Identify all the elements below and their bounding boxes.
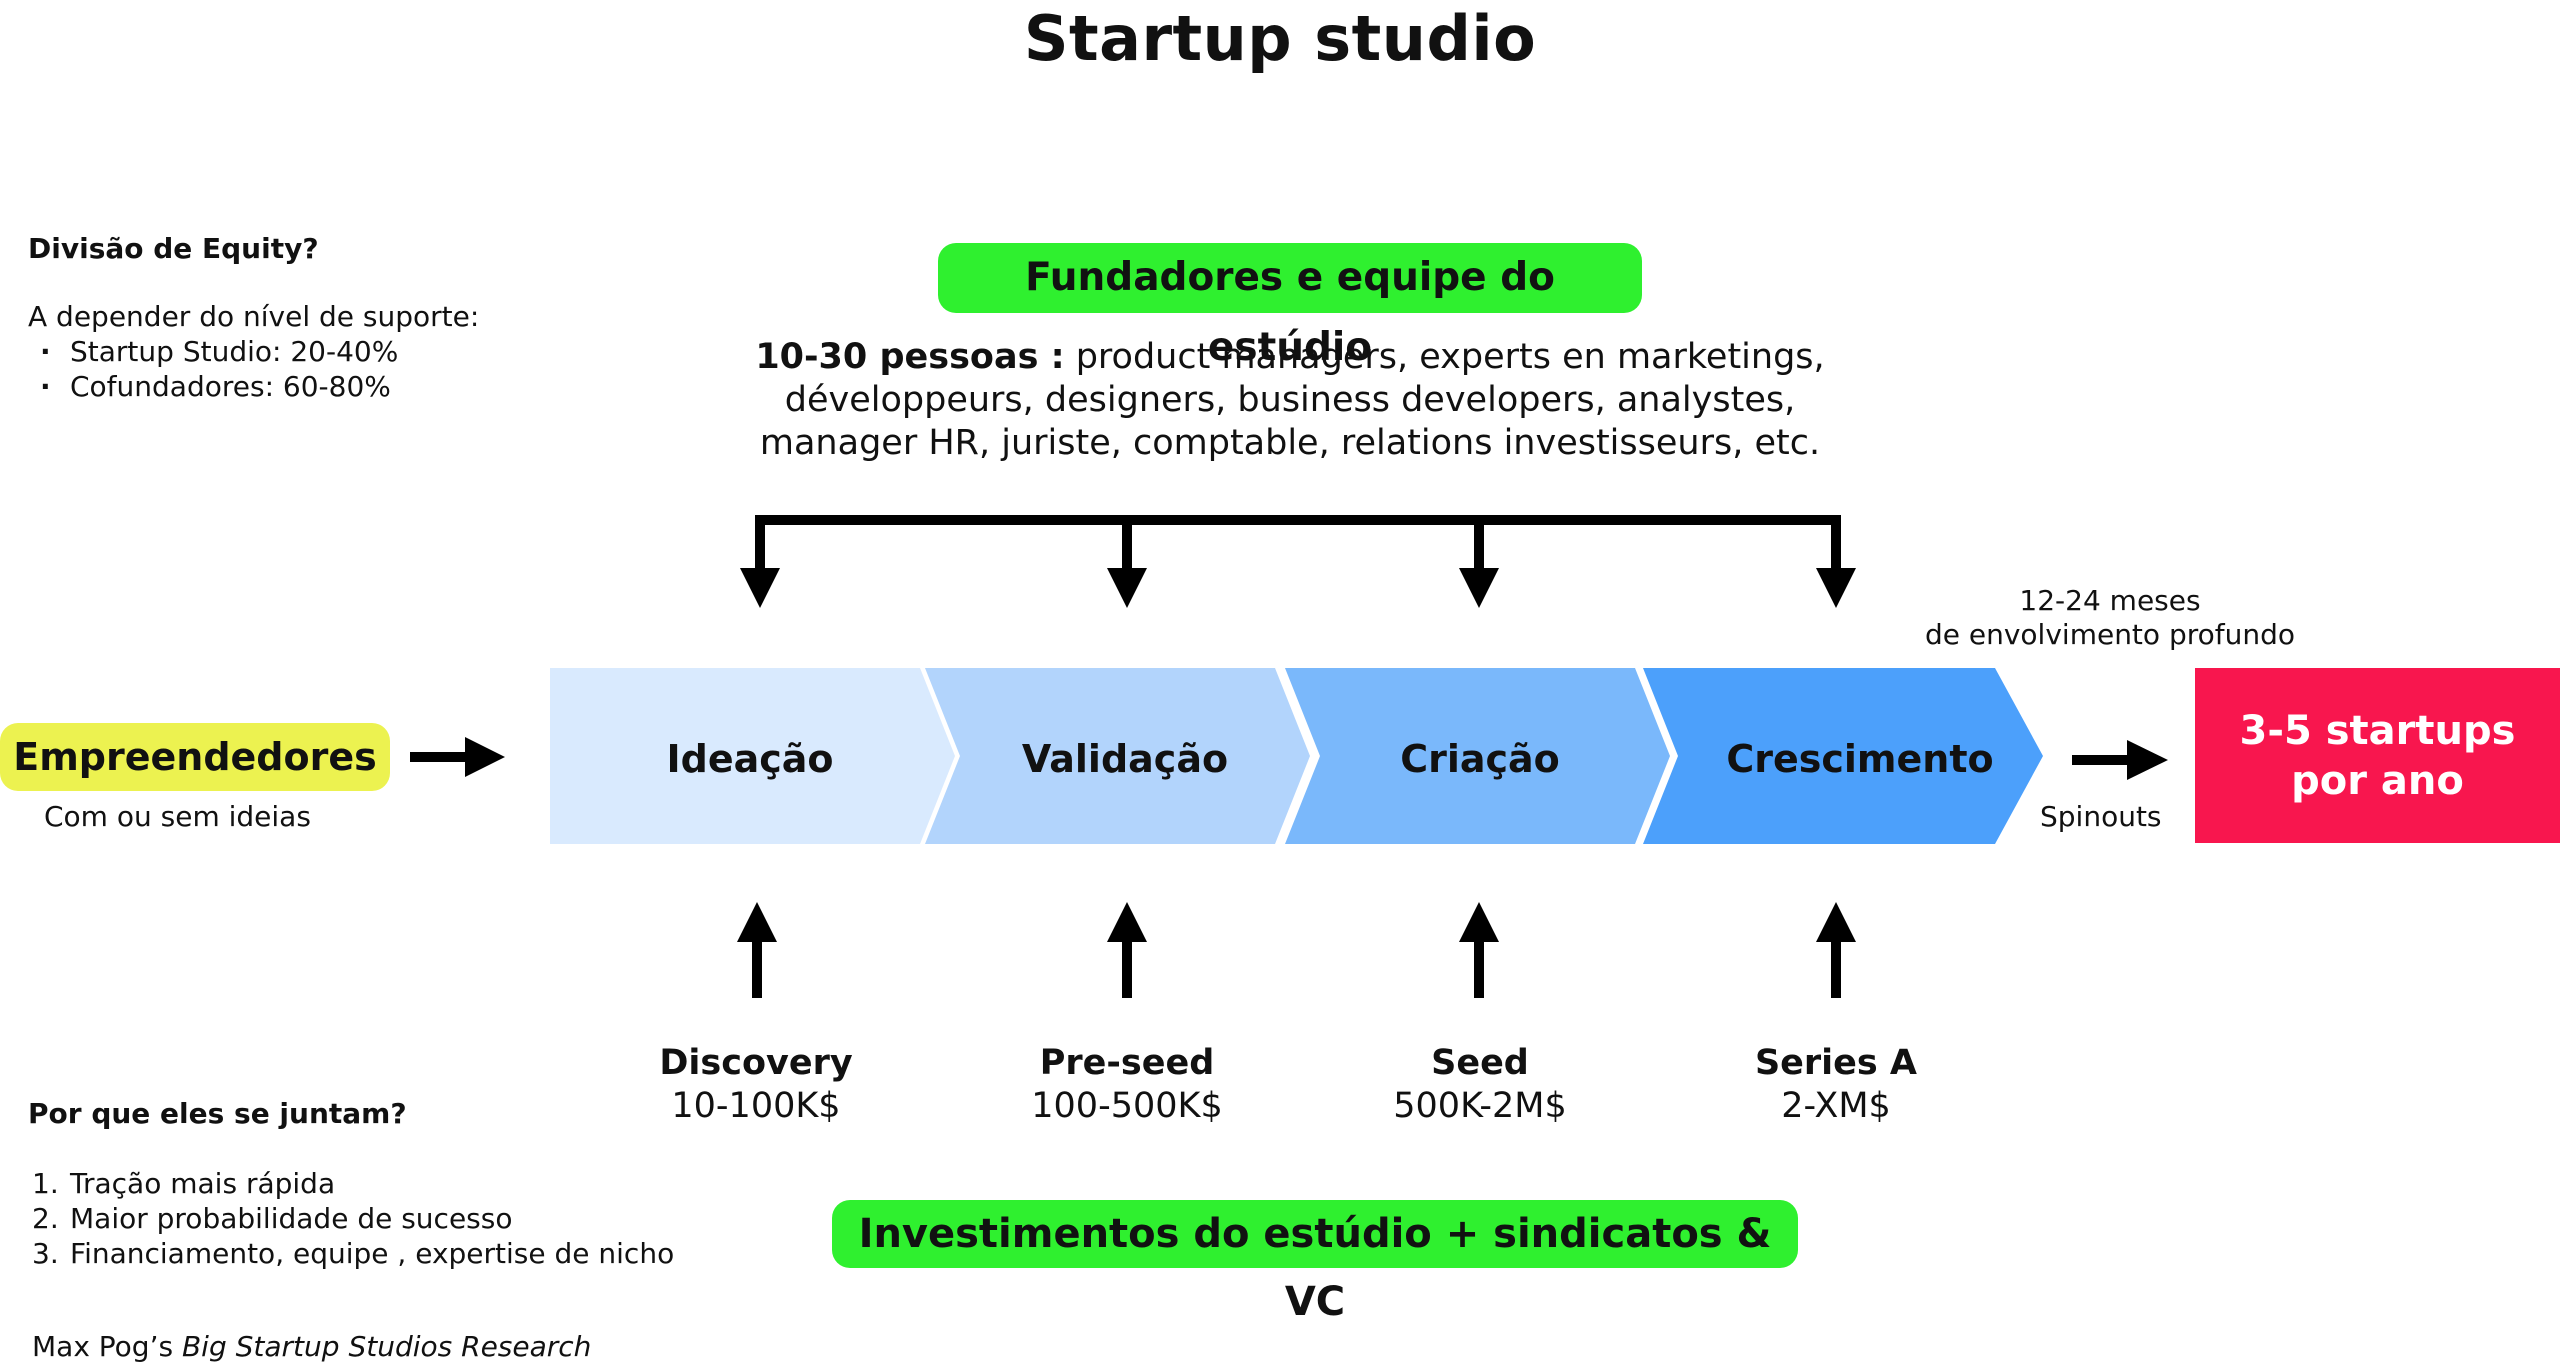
funding-round-seed: Seed 500K-2M$ [1330, 1042, 1630, 1128]
team-count: 10-30 pessoas : [755, 337, 1065, 377]
duration-line-2: de envolvimento profundo [1924, 618, 2295, 651]
why-item-text: Maior probabilidade de sucesso [70, 1202, 513, 1235]
round-amount: 500K-2M$ [1393, 1086, 1567, 1126]
why-list: 1. Tração mais rápida 2. Maior probabilida… [32, 1166, 674, 1271]
equity-item: Cofundadores: 60-80% [40, 369, 398, 404]
why-item-text: Tração mais rápida [70, 1167, 336, 1200]
round-amount: 100-500K$ [1031, 1086, 1223, 1126]
stage-label-ideacao: Ideação [666, 737, 834, 781]
round-name: Series A [1754, 1043, 1918, 1083]
startups-output-box: 3-5 startups por ano [2195, 668, 2560, 843]
why-item-number: 3. [32, 1237, 59, 1270]
why-item-number: 1. [32, 1167, 59, 1200]
output-line-2: por ano [2291, 757, 2464, 804]
equity-intro: A depender do nível de suporte: [28, 300, 480, 333]
right-arrow-icon [410, 737, 505, 777]
why-heading: Por que eles se juntam? [28, 1097, 407, 1130]
team-pill: Fundadores e equipe do estúdio [938, 243, 1642, 370]
stage-chevron-ideacao [550, 668, 955, 844]
up-arrow-icon [737, 902, 1856, 998]
why-item: 3. Financiamento, equipe , expertise de n… [32, 1236, 674, 1271]
why-item: 1. Tração mais rápida [32, 1166, 674, 1201]
round-name: Discovery [659, 1043, 853, 1083]
equity-item: Startup Studio: 20-40% [40, 334, 398, 369]
output-line-1: 3-5 startups [2239, 707, 2516, 754]
team-line-2: développeurs, designers, business develo… [784, 380, 1796, 420]
stage-chevron-validacao [925, 668, 1310, 844]
engagement-duration: 12-24 meses de envolvimento profundo [1880, 584, 2340, 652]
team-bracket [755, 515, 1841, 570]
team-line-1: product managers, experts en marketings, [1064, 337, 1825, 377]
team-description: 10-30 pessoas : product managers, expert… [700, 336, 1880, 465]
stage-label-validacao: Validação [1021, 737, 1229, 781]
credit-author: Max Pog’s [32, 1330, 182, 1363]
round-name: Seed [1431, 1043, 1529, 1083]
why-item-number: 2. [32, 1202, 59, 1235]
funding-round-preseed: Pre-seed 100-500K$ [977, 1042, 1277, 1128]
funding-round-series-a: Series A 2-XM$ [1686, 1042, 1986, 1128]
funding-round-discovery: Discovery 10-100K$ [606, 1042, 906, 1128]
duration-line-1: 12-24 meses [2019, 584, 2201, 617]
why-item-text: Financiamento, equipe , expertise de nic… [70, 1237, 675, 1270]
equity-heading: Divisão de Equity? [28, 232, 319, 265]
entrepreneurs-pill: Empreendedores [0, 723, 390, 791]
investment-pill: Investimentos do estúdio + sindicatos & … [832, 1200, 1798, 1325]
source-credit: Max Pog’s Big Startup Studios Research [32, 1330, 591, 1363]
stage-chevron-crescimento [1643, 668, 2043, 844]
team-line-3: manager HR, juriste, comptable, relation… [759, 423, 1821, 463]
round-amount: 10-100K$ [671, 1086, 841, 1126]
stage-chevron-criacao [1285, 668, 1670, 844]
stage-label-crescimento: Crescimento [1726, 737, 1994, 781]
why-item: 2. Maior probabilidade de sucesso [32, 1201, 674, 1236]
right-arrow-icon [2072, 740, 2168, 780]
equity-list: Startup Studio: 20-40% Cofundadores: 60-… [40, 334, 398, 404]
round-amount: 2-XM$ [1781, 1086, 1891, 1126]
round-name: Pre-seed [1039, 1043, 1215, 1083]
entrepreneurs-subtitle: Com ou sem ideias [44, 800, 311, 833]
page-title: Startup studio [1023, 2, 1537, 75]
spinouts-label: Spinouts [2040, 800, 2162, 833]
credit-work: Big Startup Studios Research [181, 1330, 592, 1363]
down-arrow-icon [740, 568, 1856, 608]
stage-label-criacao: Criação [1400, 737, 1560, 781]
